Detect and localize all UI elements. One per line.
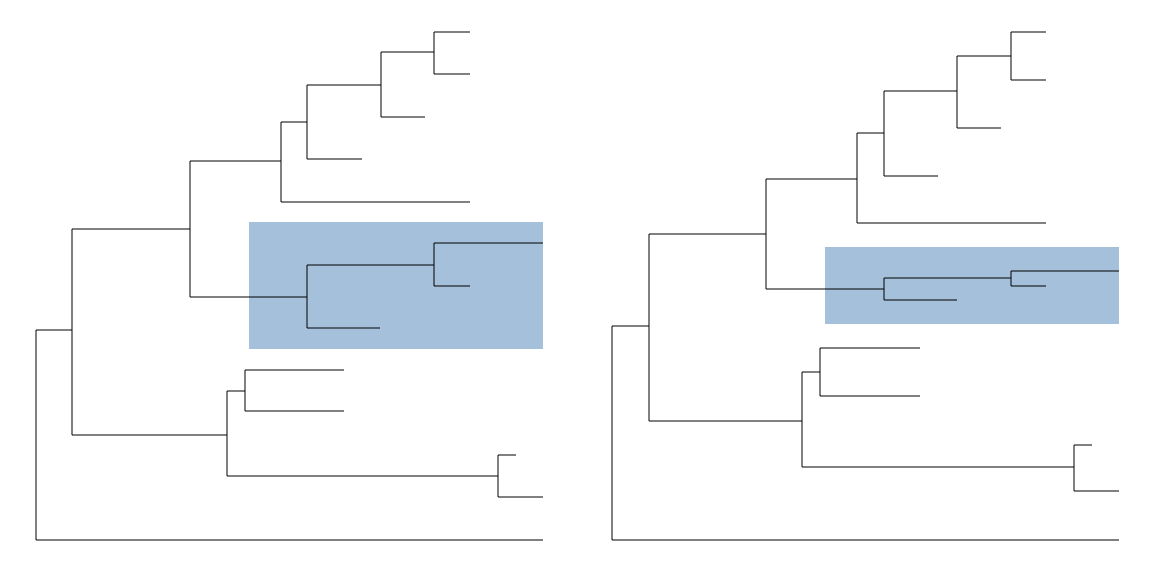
left-tree [35,31,543,541]
left-tree-branches [35,31,543,541]
right-tree-highlight-region [825,247,1119,324]
left-tree-highlight-region [249,222,543,349]
right-tree [611,31,1119,541]
right-tree-branches [611,31,1119,541]
